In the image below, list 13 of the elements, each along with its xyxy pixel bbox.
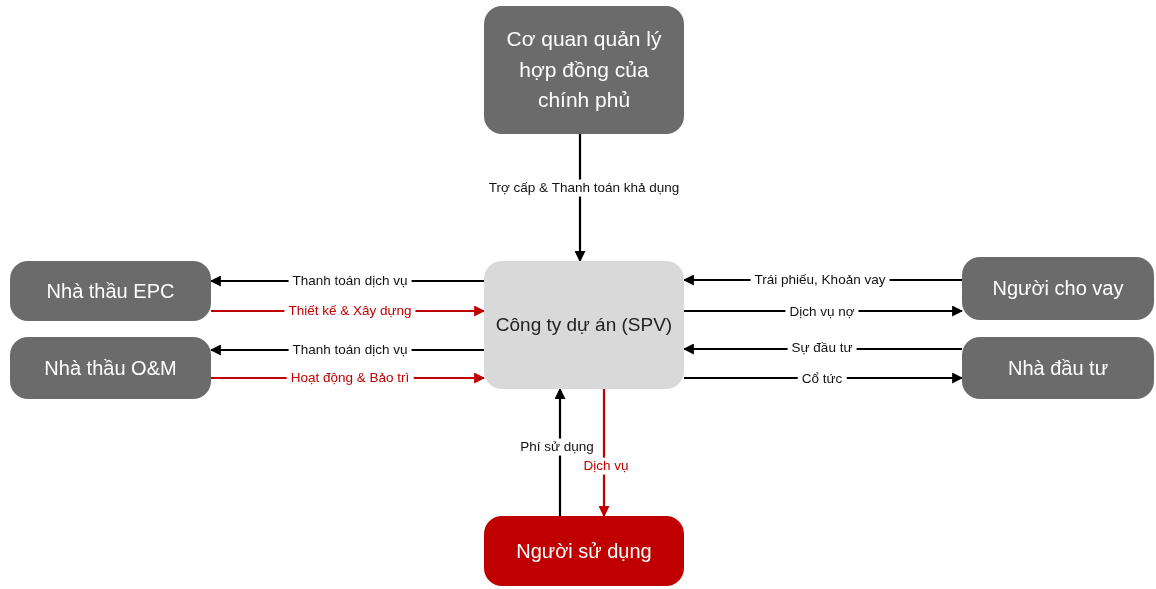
edge-label: Trái phiếu, Khoản vay	[750, 271, 890, 289]
edge-label: Sự đầu tư	[787, 339, 857, 357]
contractor-box: Nhà thầu EPC	[10, 261, 211, 321]
user-box: Người sử dụng	[484, 516, 684, 586]
investor-box: Nhà đầu tư	[962, 337, 1154, 399]
authority-box: Cơ quan quản lý hợp đồng của chính phủ	[484, 6, 684, 134]
lender-box: Người cho vay	[962, 257, 1154, 320]
contractor-box: Nhà thầu O&M	[10, 337, 211, 399]
arrow	[574, 134, 586, 263]
arrow	[598, 389, 610, 518]
edge-label: Thiết kế & Xây dựng	[284, 302, 416, 320]
project-company-box: Công ty dự án (SPV)	[484, 261, 684, 389]
arrow	[554, 387, 566, 516]
